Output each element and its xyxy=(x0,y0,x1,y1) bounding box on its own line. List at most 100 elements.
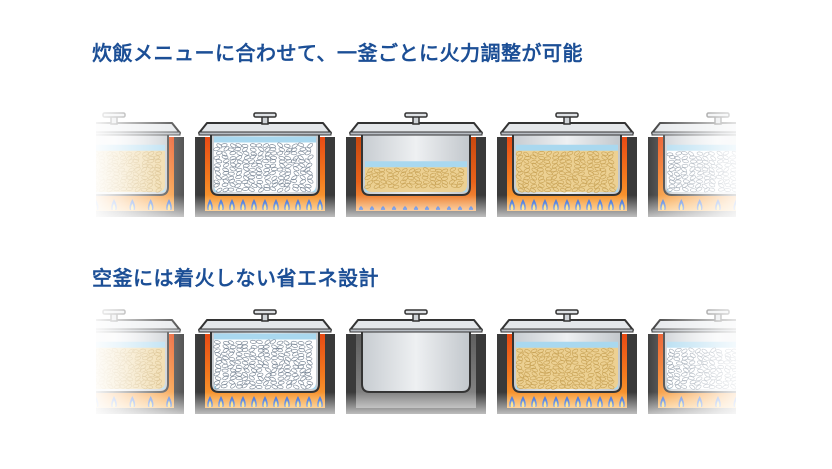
pot-body xyxy=(361,329,471,393)
rice-grain xyxy=(588,183,595,188)
flame xyxy=(752,396,758,407)
rice-grain xyxy=(215,159,223,164)
rice-grain xyxy=(256,163,264,168)
rice-grain xyxy=(76,174,83,180)
rice-grain xyxy=(230,383,237,389)
rice-grain xyxy=(545,183,552,189)
rice-grain xyxy=(457,172,465,177)
rice-grain xyxy=(558,372,566,377)
rice-grain xyxy=(606,360,614,366)
rice-grain xyxy=(544,379,550,385)
rice-grain xyxy=(290,178,298,183)
rice-grain xyxy=(758,348,765,354)
rice-grain xyxy=(77,369,84,374)
rice-grain xyxy=(304,371,312,376)
rice-grain xyxy=(243,175,249,181)
rice-grain xyxy=(753,172,760,177)
pot-lid-rim xyxy=(500,328,634,333)
rice-grain xyxy=(283,352,291,357)
rice-grain xyxy=(221,359,228,365)
rice-grains xyxy=(364,167,465,189)
pot-lid-rim xyxy=(651,328,736,333)
rice-grain xyxy=(265,179,272,185)
rice-grain xyxy=(277,142,284,148)
rice-grain xyxy=(529,179,536,184)
rice-grain xyxy=(214,384,221,390)
rice-grain xyxy=(373,179,381,185)
rice-grain xyxy=(751,380,758,386)
rice-grain xyxy=(255,175,263,179)
rice-grain xyxy=(262,344,270,349)
rice-grain xyxy=(551,159,559,165)
flame-core xyxy=(58,203,61,210)
rice-grain xyxy=(290,368,298,373)
rice-grain xyxy=(753,377,759,381)
rice-grain xyxy=(366,171,373,176)
pot-lid-rim xyxy=(96,131,181,136)
lid-knob xyxy=(706,112,730,118)
rice-grain xyxy=(515,174,522,180)
rice-grain xyxy=(545,384,552,390)
rice-grain xyxy=(63,381,70,387)
rice-grain xyxy=(371,172,379,177)
rice-grain xyxy=(304,150,312,156)
rice-cooker-unit xyxy=(58,112,184,217)
rice-grain xyxy=(759,187,766,193)
rice-grain xyxy=(559,380,566,385)
rice-grain xyxy=(552,155,559,160)
rice-grain xyxy=(516,377,524,382)
rice-grain xyxy=(72,172,78,176)
rice-grain xyxy=(738,187,745,192)
cookers xyxy=(63,309,775,414)
pot-lid-rim xyxy=(349,131,483,136)
rice-grain xyxy=(544,188,551,193)
rice-grain xyxy=(251,162,258,168)
rice-grain xyxy=(223,158,230,164)
rice-grain xyxy=(249,167,256,172)
rice-grain xyxy=(737,352,743,356)
rice-grain xyxy=(565,179,572,185)
rice-grain xyxy=(269,339,277,345)
rice-grain xyxy=(227,187,235,192)
rice-grain xyxy=(602,356,609,361)
rice-grain xyxy=(744,176,750,180)
flame-core xyxy=(772,203,775,210)
rice-grain xyxy=(737,372,744,378)
rice-grain xyxy=(565,363,572,369)
rice-grain xyxy=(220,351,228,356)
rice-grain xyxy=(71,368,78,374)
rice-grain xyxy=(736,163,743,168)
rice-grain xyxy=(551,170,559,176)
rice-grain xyxy=(278,159,286,164)
rice-grain xyxy=(83,368,90,373)
rice-grain xyxy=(760,380,767,386)
flame-core xyxy=(772,400,775,407)
rice-grain xyxy=(366,180,373,186)
rice-grain xyxy=(250,151,258,157)
rice-grain xyxy=(249,143,257,148)
rice-grain xyxy=(71,379,78,385)
rice-grain xyxy=(293,375,300,381)
rice-grain xyxy=(531,162,538,168)
rice-grain xyxy=(213,146,220,152)
rice-grain xyxy=(236,170,242,176)
rice-grain xyxy=(221,368,229,373)
rice-grain xyxy=(565,360,573,365)
rice-grain xyxy=(737,384,744,390)
rice-grain xyxy=(571,175,578,181)
rice-grain xyxy=(578,171,585,177)
rice-grain xyxy=(276,151,284,156)
rice-grain xyxy=(414,183,422,189)
rice-grain xyxy=(71,354,77,358)
cooker-row-diagram xyxy=(63,309,775,414)
rice-grain xyxy=(284,365,291,369)
rice-grain xyxy=(62,156,69,161)
rice-grain xyxy=(65,181,71,185)
rice-grain xyxy=(379,184,386,189)
flame-core xyxy=(76,203,79,210)
rice-grain xyxy=(745,356,752,362)
rice-grain xyxy=(586,367,592,373)
rice-grain xyxy=(559,175,566,180)
rice-grain xyxy=(414,176,421,182)
rice-grain xyxy=(284,155,291,161)
